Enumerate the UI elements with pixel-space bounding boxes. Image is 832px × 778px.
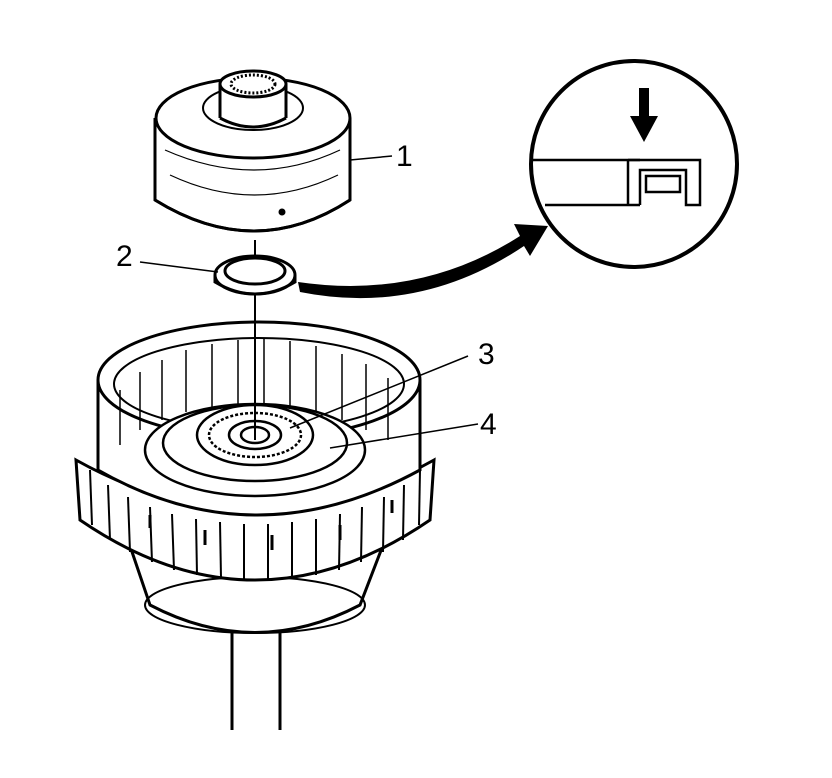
detail-view: [529, 59, 739, 269]
leader-lines: [139, 155, 479, 449]
detail-pointer-arrow: [298, 224, 548, 299]
down-arrow-icon: [630, 88, 658, 142]
thrust-bearing: [213, 254, 297, 296]
callout-3: 3: [478, 338, 495, 371]
callout-1: 1: [396, 140, 413, 173]
sun-gear-shell: [153, 69, 352, 233]
gear-ring: [74, 457, 436, 582]
callout-2: 2: [116, 240, 133, 273]
callout-4: 4: [480, 408, 497, 441]
